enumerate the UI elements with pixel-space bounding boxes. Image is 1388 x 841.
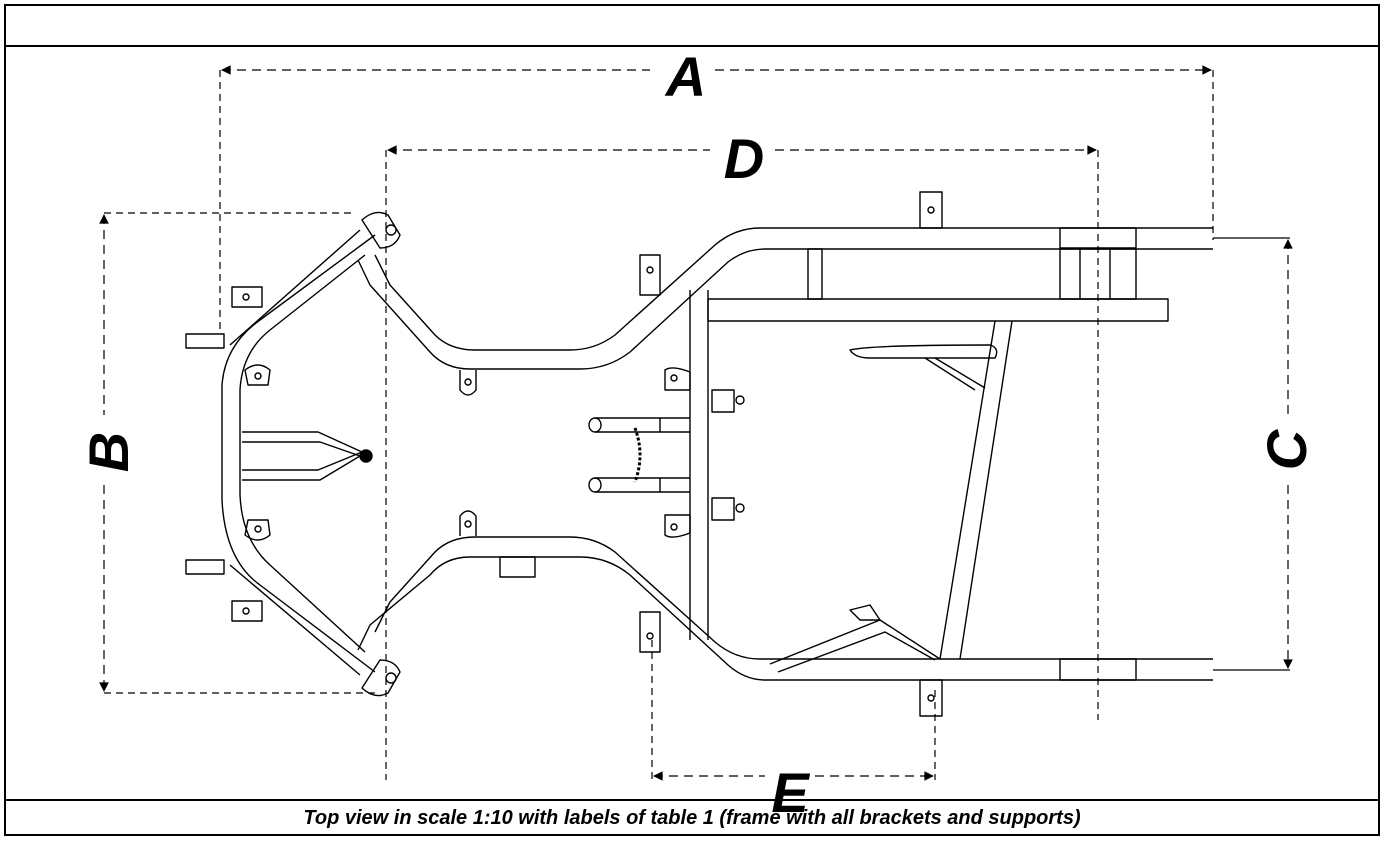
- dimension-a-label: A: [664, 45, 706, 108]
- dimension-c-label: C: [1255, 428, 1318, 470]
- kart-chassis: [185, 191, 1213, 717]
- dimension-c: [1213, 237, 1293, 671]
- drawing-frame: [4, 4, 1380, 836]
- dimension-b-label: B: [77, 432, 140, 472]
- dimension-d: [385, 145, 1099, 780]
- dimension-e-label: E: [771, 761, 810, 824]
- dimension-a: [219, 65, 1214, 330]
- dimension-e: [651, 640, 936, 781]
- figure-caption: Top view in scale 1:10 with labels of ta…: [303, 807, 1081, 829]
- dimension-b: [99, 212, 375, 694]
- header-band: [4, 4, 1380, 47]
- caption-band: Top view in scale 1:10 with labels of ta…: [4, 799, 1380, 836]
- dimension-d-label: D: [724, 127, 764, 190]
